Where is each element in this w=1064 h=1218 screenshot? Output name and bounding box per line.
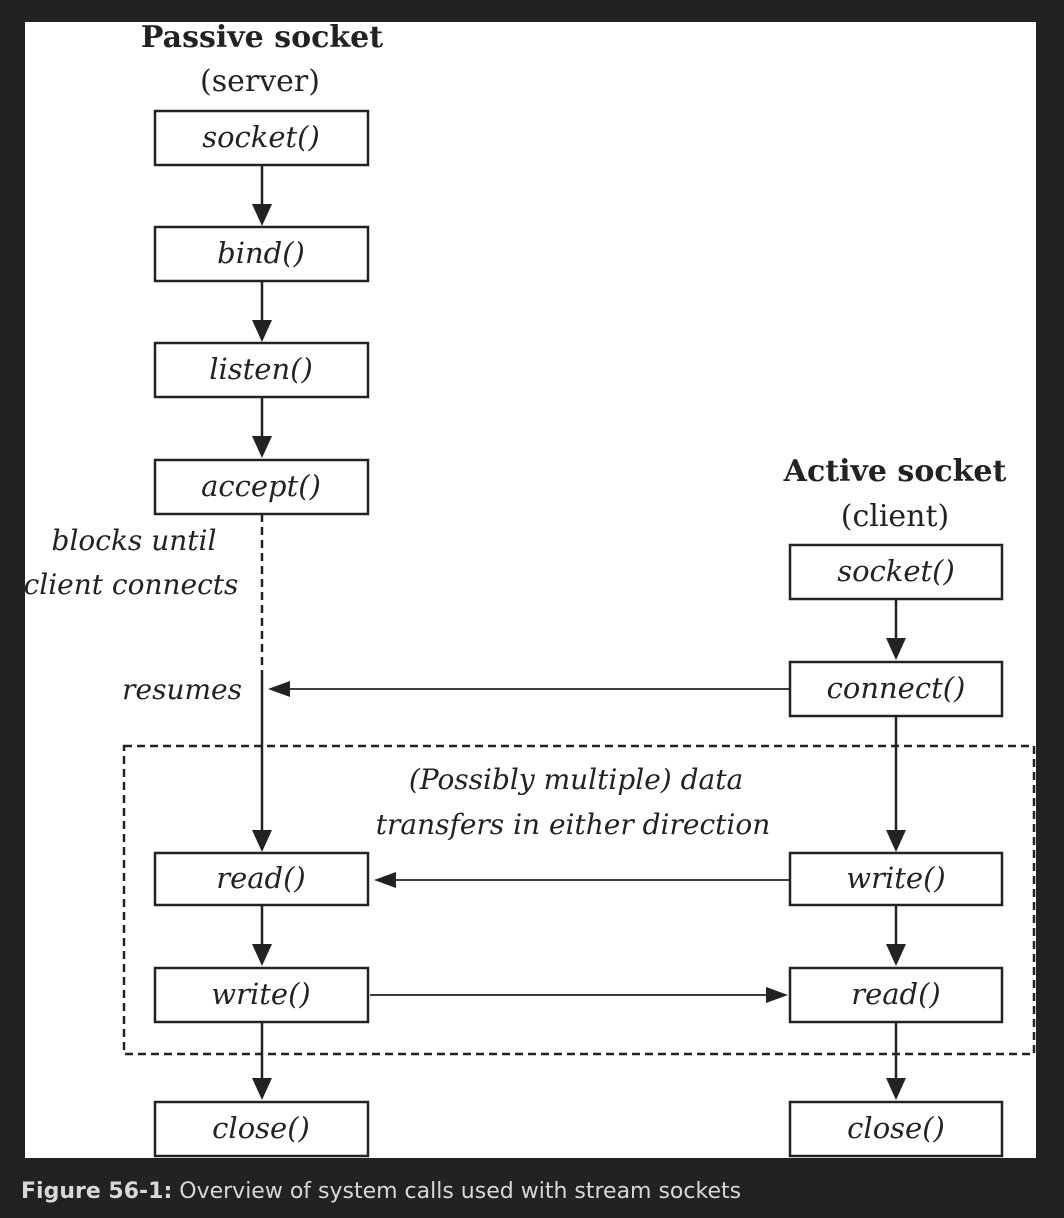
- server-box-write: [153, 966, 370, 1024]
- figure-caption: Figure 56-1: Overview of system calls us…: [21, 1179, 741, 1204]
- client-call-close: close(): [847, 1111, 945, 1145]
- client-arrowhead-write: [886, 830, 906, 852]
- connect-arrowhead: [268, 681, 290, 697]
- server-call-socket: socket(): [202, 120, 320, 154]
- server-call-bind: bind(): [217, 236, 305, 270]
- client-box-read: [788, 966, 1004, 1024]
- server-box-listen: [153, 341, 370, 399]
- client-box-connect: [788, 660, 1004, 718]
- client-arrowhead-read: [886, 944, 906, 966]
- server-call-write: write(): [211, 977, 310, 1011]
- server-subtitle: (server): [200, 64, 320, 99]
- transfer-region: [122, 744, 1036, 1056]
- blocks-note-line1: blocks until: [52, 524, 217, 557]
- server-box-close: [153, 1100, 370, 1158]
- client-arrowhead-connect: [886, 638, 906, 660]
- client-title: Active socket: [783, 454, 1007, 489]
- client-to-server-arrowhead: [374, 872, 396, 888]
- server-box-accept: [153, 458, 370, 516]
- server-arrowhead-bind: [252, 204, 272, 226]
- server-arrowhead-read: [252, 830, 272, 852]
- server-arrowhead-accept: [252, 436, 272, 458]
- server-arrowhead-listen: [252, 320, 272, 342]
- server-arrowhead-close: [252, 1078, 272, 1100]
- server-title: Passive socket: [141, 20, 383, 55]
- server-call-listen: listen(): [209, 352, 313, 386]
- server-box-bind: [153, 225, 370, 283]
- client-arrowhead-close: [886, 1078, 906, 1100]
- client-subtitle: (client): [841, 499, 950, 534]
- client-box-close: [788, 1100, 1004, 1158]
- server-box-socket: [153, 109, 370, 167]
- server-call-read: read(): [216, 861, 306, 895]
- figure-caption-label: Figure 56-1:: [21, 1179, 173, 1204]
- client-box-write: [788, 851, 1004, 907]
- server-to-client-arrowhead: [766, 987, 788, 1003]
- client-box-socket: [788, 543, 1004, 601]
- server-call-close: close(): [212, 1111, 310, 1145]
- client-call-write: write(): [846, 861, 945, 895]
- server-call-accept: accept(): [201, 469, 321, 503]
- blocks-note-line2: client connects: [24, 568, 239, 601]
- server-arrowhead-write: [252, 944, 272, 966]
- figure-caption-text: Overview of system calls used with strea…: [172, 1179, 742, 1204]
- client-call-socket: socket(): [837, 554, 955, 588]
- client-call-read: read(): [851, 977, 941, 1011]
- server-box-read: [153, 851, 370, 907]
- resumes-note: resumes: [122, 673, 242, 706]
- client-call-connect: connect(): [827, 671, 966, 705]
- transfer-region-line2: transfers in either direction: [376, 808, 771, 841]
- transfer-region-line1: (Possibly multiple) data: [409, 763, 743, 796]
